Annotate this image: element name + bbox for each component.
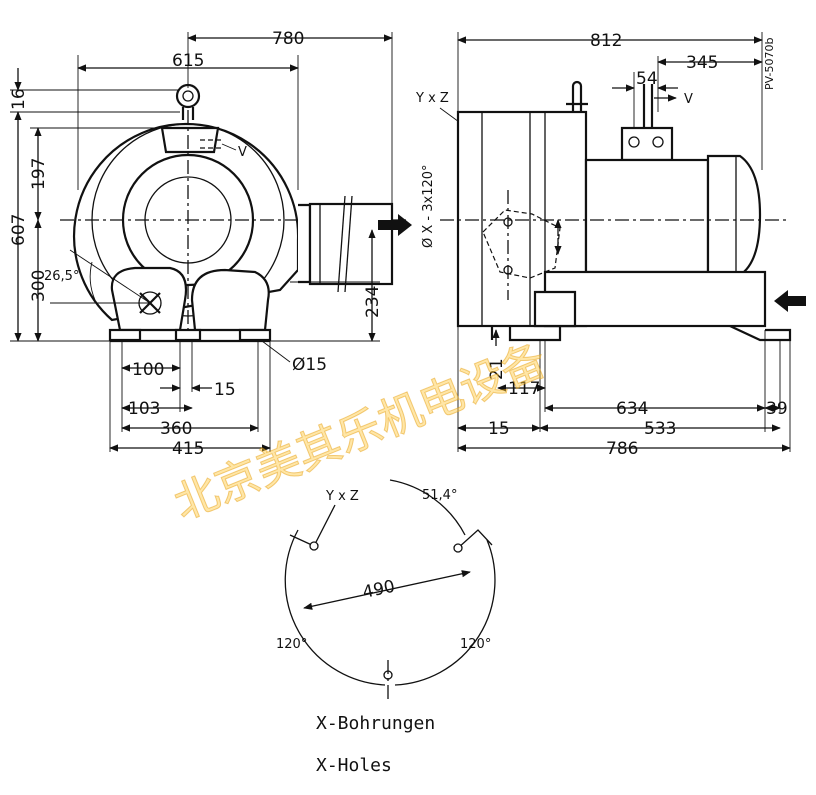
legend-bohrungen: X-Bohrungen (316, 713, 436, 734)
dim-103: 103 (128, 399, 160, 419)
dim-415: 415 (172, 439, 204, 459)
side-view: PV-5070b 812 345 54 V Y x Z (415, 31, 806, 459)
label-v-front: V (238, 145, 247, 160)
dim-360: 360 (160, 419, 192, 439)
flange-view: Y x Z 51,4° 490 120° 120° (276, 479, 496, 700)
label-yxz-flange: Y x Z (325, 489, 359, 504)
label-yxz-side: Y x Z (415, 91, 449, 106)
dim-607: 607 (9, 214, 29, 246)
label-120-left: 120° (276, 637, 307, 652)
dim-angle-26-5: 26,5° (44, 269, 79, 284)
dim-15-side: 15 (488, 419, 510, 439)
dim-615: 615 (172, 51, 204, 71)
front-view: 780 615 16 607 197 300 V (9, 29, 412, 459)
dim-490: 490 (361, 577, 397, 603)
label-120-right: 120° (460, 637, 491, 652)
dim-16: 16 (9, 88, 29, 110)
dim-197: 197 (29, 158, 49, 190)
dim-117: 117 (508, 379, 540, 399)
dim-39: 39 (766, 399, 788, 419)
label-angle-51-4: 51,4° (422, 488, 457, 503)
legend-holes: X-Holes (316, 755, 392, 776)
dim-780: 780 (272, 29, 304, 49)
dim-533: 533 (644, 419, 676, 439)
dim-345: 345 (686, 53, 718, 73)
drawing-code: PV-5070b (763, 38, 776, 90)
dim-786: 786 (606, 439, 638, 459)
dim-300: 300 (29, 270, 49, 302)
dim-54: 54 (636, 69, 658, 89)
dim-634: 634 (616, 399, 648, 419)
dim-hole-15: Ø15 (292, 355, 327, 375)
dim-15-front: 15 (214, 380, 236, 400)
dim-100: 100 (132, 360, 164, 380)
label-v-side: V (684, 92, 693, 107)
dim-21: 21 (487, 358, 507, 380)
dim-812: 812 (590, 31, 622, 51)
label-bolt-circle: Ø X - 3x120° (421, 164, 436, 248)
dim-234: 234 (363, 286, 383, 318)
